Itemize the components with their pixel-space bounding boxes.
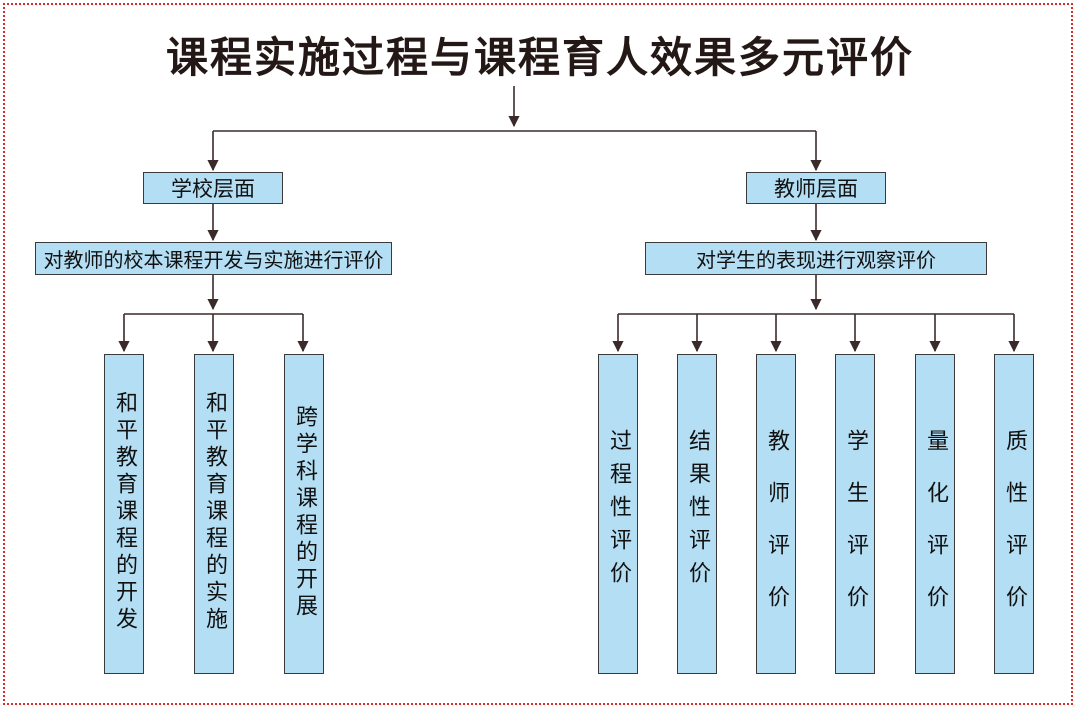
diagram-title: 课程实施过程与课程育人效果多元评价 [165, 33, 914, 82]
student-observation-box: 对学生的表现进行观察评价 [645, 242, 987, 275]
qualitative-evaluation-label: 质性评价 [1002, 429, 1027, 637]
quantitative-evaluation-label: 量化评价 [923, 429, 948, 637]
peace-course-development-box: 和平教育课程的开发 [104, 354, 144, 674]
teacher-level-box: 教师层面 [746, 172, 886, 204]
peace-course-implementation-box: 和平教育课程的实施 [194, 354, 234, 674]
interdisciplinary-course-label: 跨学科课程的开展 [292, 405, 317, 621]
peace-course-development-label: 和平教育课程的开发 [112, 391, 137, 634]
process-evaluation-box: 过程性评价 [598, 354, 638, 674]
qualitative-evaluation-box: 质性评价 [994, 354, 1034, 674]
dotted-border [3, 3, 1073, 705]
quantitative-evaluation-box: 量化评价 [915, 354, 955, 674]
result-evaluation-box: 结果性评价 [677, 354, 717, 674]
result-evaluation-label: 结果性评价 [685, 429, 710, 594]
school-level-box: 学校层面 [143, 172, 283, 204]
teacher-evaluation-box: 教师评价 [756, 354, 796, 674]
student-evaluation-label: 学生评价 [843, 429, 868, 637]
interdisciplinary-course-box: 跨学科课程的开展 [284, 354, 324, 674]
school-evaluation-box: 对教师的校本课程开发与实施进行评价 [35, 242, 392, 275]
teacher-evaluation-label: 教师评价 [764, 429, 789, 637]
peace-course-implementation-label: 和平教育课程的实施 [202, 391, 227, 634]
student-evaluation-box: 学生评价 [835, 354, 875, 674]
process-evaluation-label: 过程性评价 [606, 429, 631, 594]
